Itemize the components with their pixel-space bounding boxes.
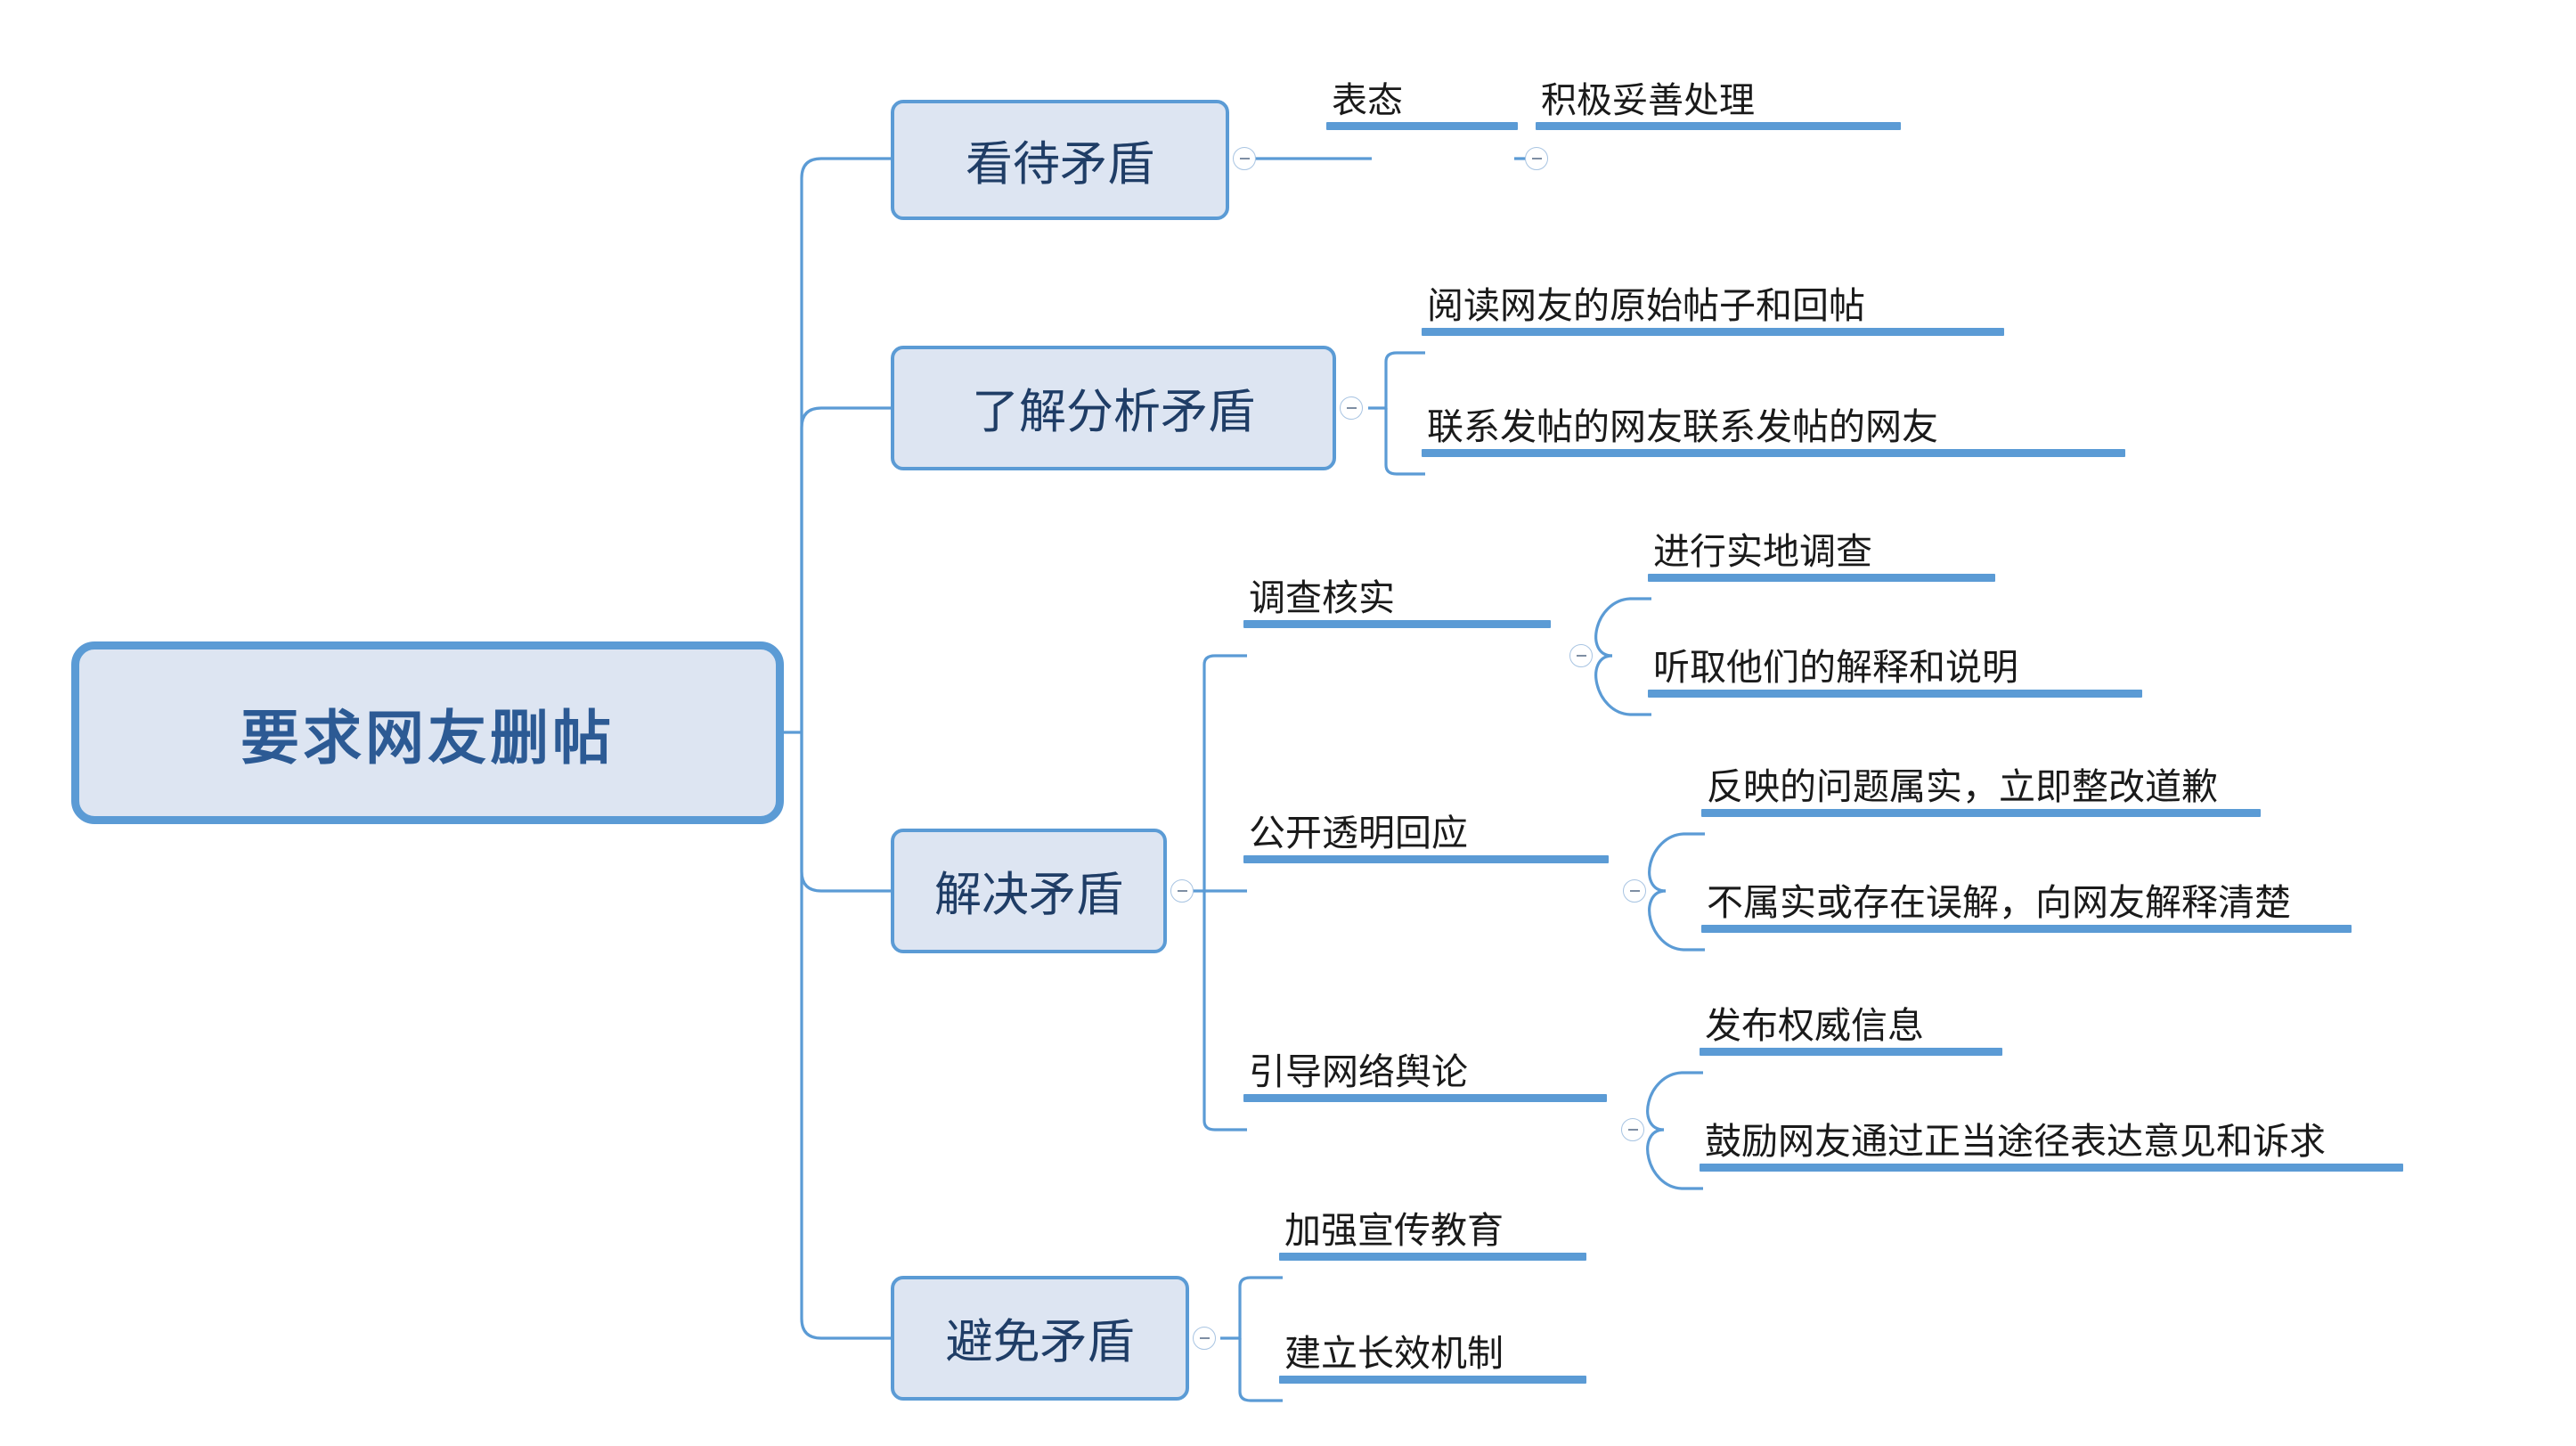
leaf-node-3-2-1[interactable]: 反映的问题属实，立即整改道歉 [1701, 766, 2261, 818]
underline-bar [1701, 925, 2352, 934]
underline-bar [1422, 328, 2004, 337]
leaf-node-4-2-label: 建立长效机制 [1284, 1333, 1504, 1374]
collapse-toggle-biaotai[interactable] [1525, 147, 1548, 170]
underline-bar [1326, 122, 1518, 130]
sub-node-gongkai-label: 公开透明回应 [1249, 813, 1468, 854]
leaf-node-3-3-2[interactable]: 鼓励网友通过正当途径表达意见和诉求 [1700, 1121, 2403, 1172]
root-node-label: 要求网友删帖 [240, 704, 615, 771]
minus-icon [1627, 1129, 1638, 1131]
underline-bar [1422, 449, 2125, 458]
minus-icon [1531, 158, 1542, 159]
underline-bar [1536, 122, 1901, 130]
leaf-node-2-1[interactable]: 阅读网友的原始帖子和回帖 [1422, 285, 2004, 337]
sub-node-yindao[interactable]: 引导网络舆论 [1243, 1051, 1607, 1103]
underline-bar [1279, 1253, 1586, 1262]
root-node[interactable]: 要求网友删帖 [71, 641, 784, 824]
collapse-toggle-branch-2[interactable] [1340, 396, 1363, 420]
underline-bar [1700, 1048, 2002, 1057]
leaf-node-3-2-2[interactable]: 不属实或存在误解，向网友解释清楚 [1701, 882, 2352, 934]
branch-node-3[interactable]: 解决矛盾 [891, 829, 1167, 953]
leaf-node-3-1-1-label: 进行实地调查 [1653, 531, 1872, 572]
leaf-node-4-2[interactable]: 建立长效机制 [1279, 1333, 1586, 1385]
underline-bar [1648, 574, 1995, 583]
branch-node-2-label: 了解分析矛盾 [972, 386, 1255, 438]
leaf-node-4-1-label: 加强宣传教育 [1284, 1210, 1504, 1251]
sub-node-diaocha[interactable]: 调查核实 [1243, 577, 1551, 629]
collapse-toggle-yindao[interactable] [1621, 1118, 1644, 1141]
leaf-node-biaotai[interactable]: 表态 [1326, 82, 1518, 130]
minus-icon [1346, 407, 1357, 409]
branch-node-4-label: 避免矛盾 [945, 1316, 1135, 1368]
underline-bar [1701, 809, 2261, 818]
leaf-node-3-2-2-label: 不属实或存在误解，向网友解释清楚 [1707, 882, 2291, 923]
underline-bar [1243, 620, 1551, 629]
leaf-node-3-3-1-label: 发布权威信息 [1705, 1005, 1924, 1046]
sub-node-yindao-label: 引导网络舆论 [1249, 1051, 1468, 1092]
minus-icon [1239, 158, 1250, 159]
branch-node-1[interactable]: 看待矛盾 [891, 100, 1229, 220]
collapse-toggle-branch-1[interactable] [1233, 147, 1256, 170]
branch-node-2[interactable]: 了解分析矛盾 [891, 346, 1336, 470]
underline-bar [1648, 690, 2142, 698]
leaf-node-1-1-1[interactable]: 积极妥善处理 [1536, 82, 1901, 130]
underline-bar [1279, 1376, 1586, 1385]
leaf-node-2-2-label: 联系发帖的网友联系发帖的网友 [1427, 406, 1938, 447]
leaf-node-3-1-2-label: 听取他们的解释和说明 [1653, 647, 2018, 688]
underline-bar [1243, 855, 1609, 864]
leaf-node-biaotai-label: 表态 [1332, 81, 1403, 120]
underline-bar [1243, 1094, 1607, 1103]
leaf-node-3-3-2-label: 鼓励网友通过正当途径表达意见和诉求 [1705, 1121, 2326, 1162]
leaf-node-3-3-1[interactable]: 发布权威信息 [1700, 1005, 2002, 1057]
minus-icon [1576, 655, 1586, 657]
minus-icon [1199, 1337, 1210, 1339]
minus-icon [1177, 890, 1187, 892]
leaf-node-2-1-label: 阅读网友的原始帖子和回帖 [1427, 285, 1865, 326]
underline-bar [1700, 1164, 2403, 1172]
leaf-node-3-2-1-label: 反映的问题属实，立即整改道歉 [1707, 766, 2218, 807]
branch-node-3-label: 解决矛盾 [934, 869, 1123, 921]
leaf-node-3-1-2[interactable]: 听取他们的解释和说明 [1648, 647, 2142, 698]
minus-icon [1629, 890, 1640, 892]
collapse-toggle-branch-3[interactable] [1170, 879, 1194, 903]
branch-node-1-label: 看待矛盾 [966, 137, 1154, 191]
collapse-toggle-gongkai[interactable] [1623, 879, 1646, 903]
leaf-node-3-1-1[interactable]: 进行实地调查 [1648, 531, 1995, 583]
leaf-node-2-2[interactable]: 联系发帖的网友联系发帖的网友 [1422, 406, 2125, 458]
sub-node-diaocha-label: 调查核实 [1249, 577, 1395, 618]
leaf-node-4-1[interactable]: 加强宣传教育 [1279, 1210, 1586, 1262]
collapse-toggle-diaocha[interactable] [1569, 644, 1593, 667]
collapse-toggle-branch-4[interactable] [1193, 1327, 1216, 1350]
leaf-node-1-1-1-label: 积极妥善处理 [1541, 81, 1755, 120]
branch-node-4[interactable]: 避免矛盾 [891, 1276, 1189, 1401]
sub-node-gongkai[interactable]: 公开透明回应 [1243, 813, 1609, 864]
